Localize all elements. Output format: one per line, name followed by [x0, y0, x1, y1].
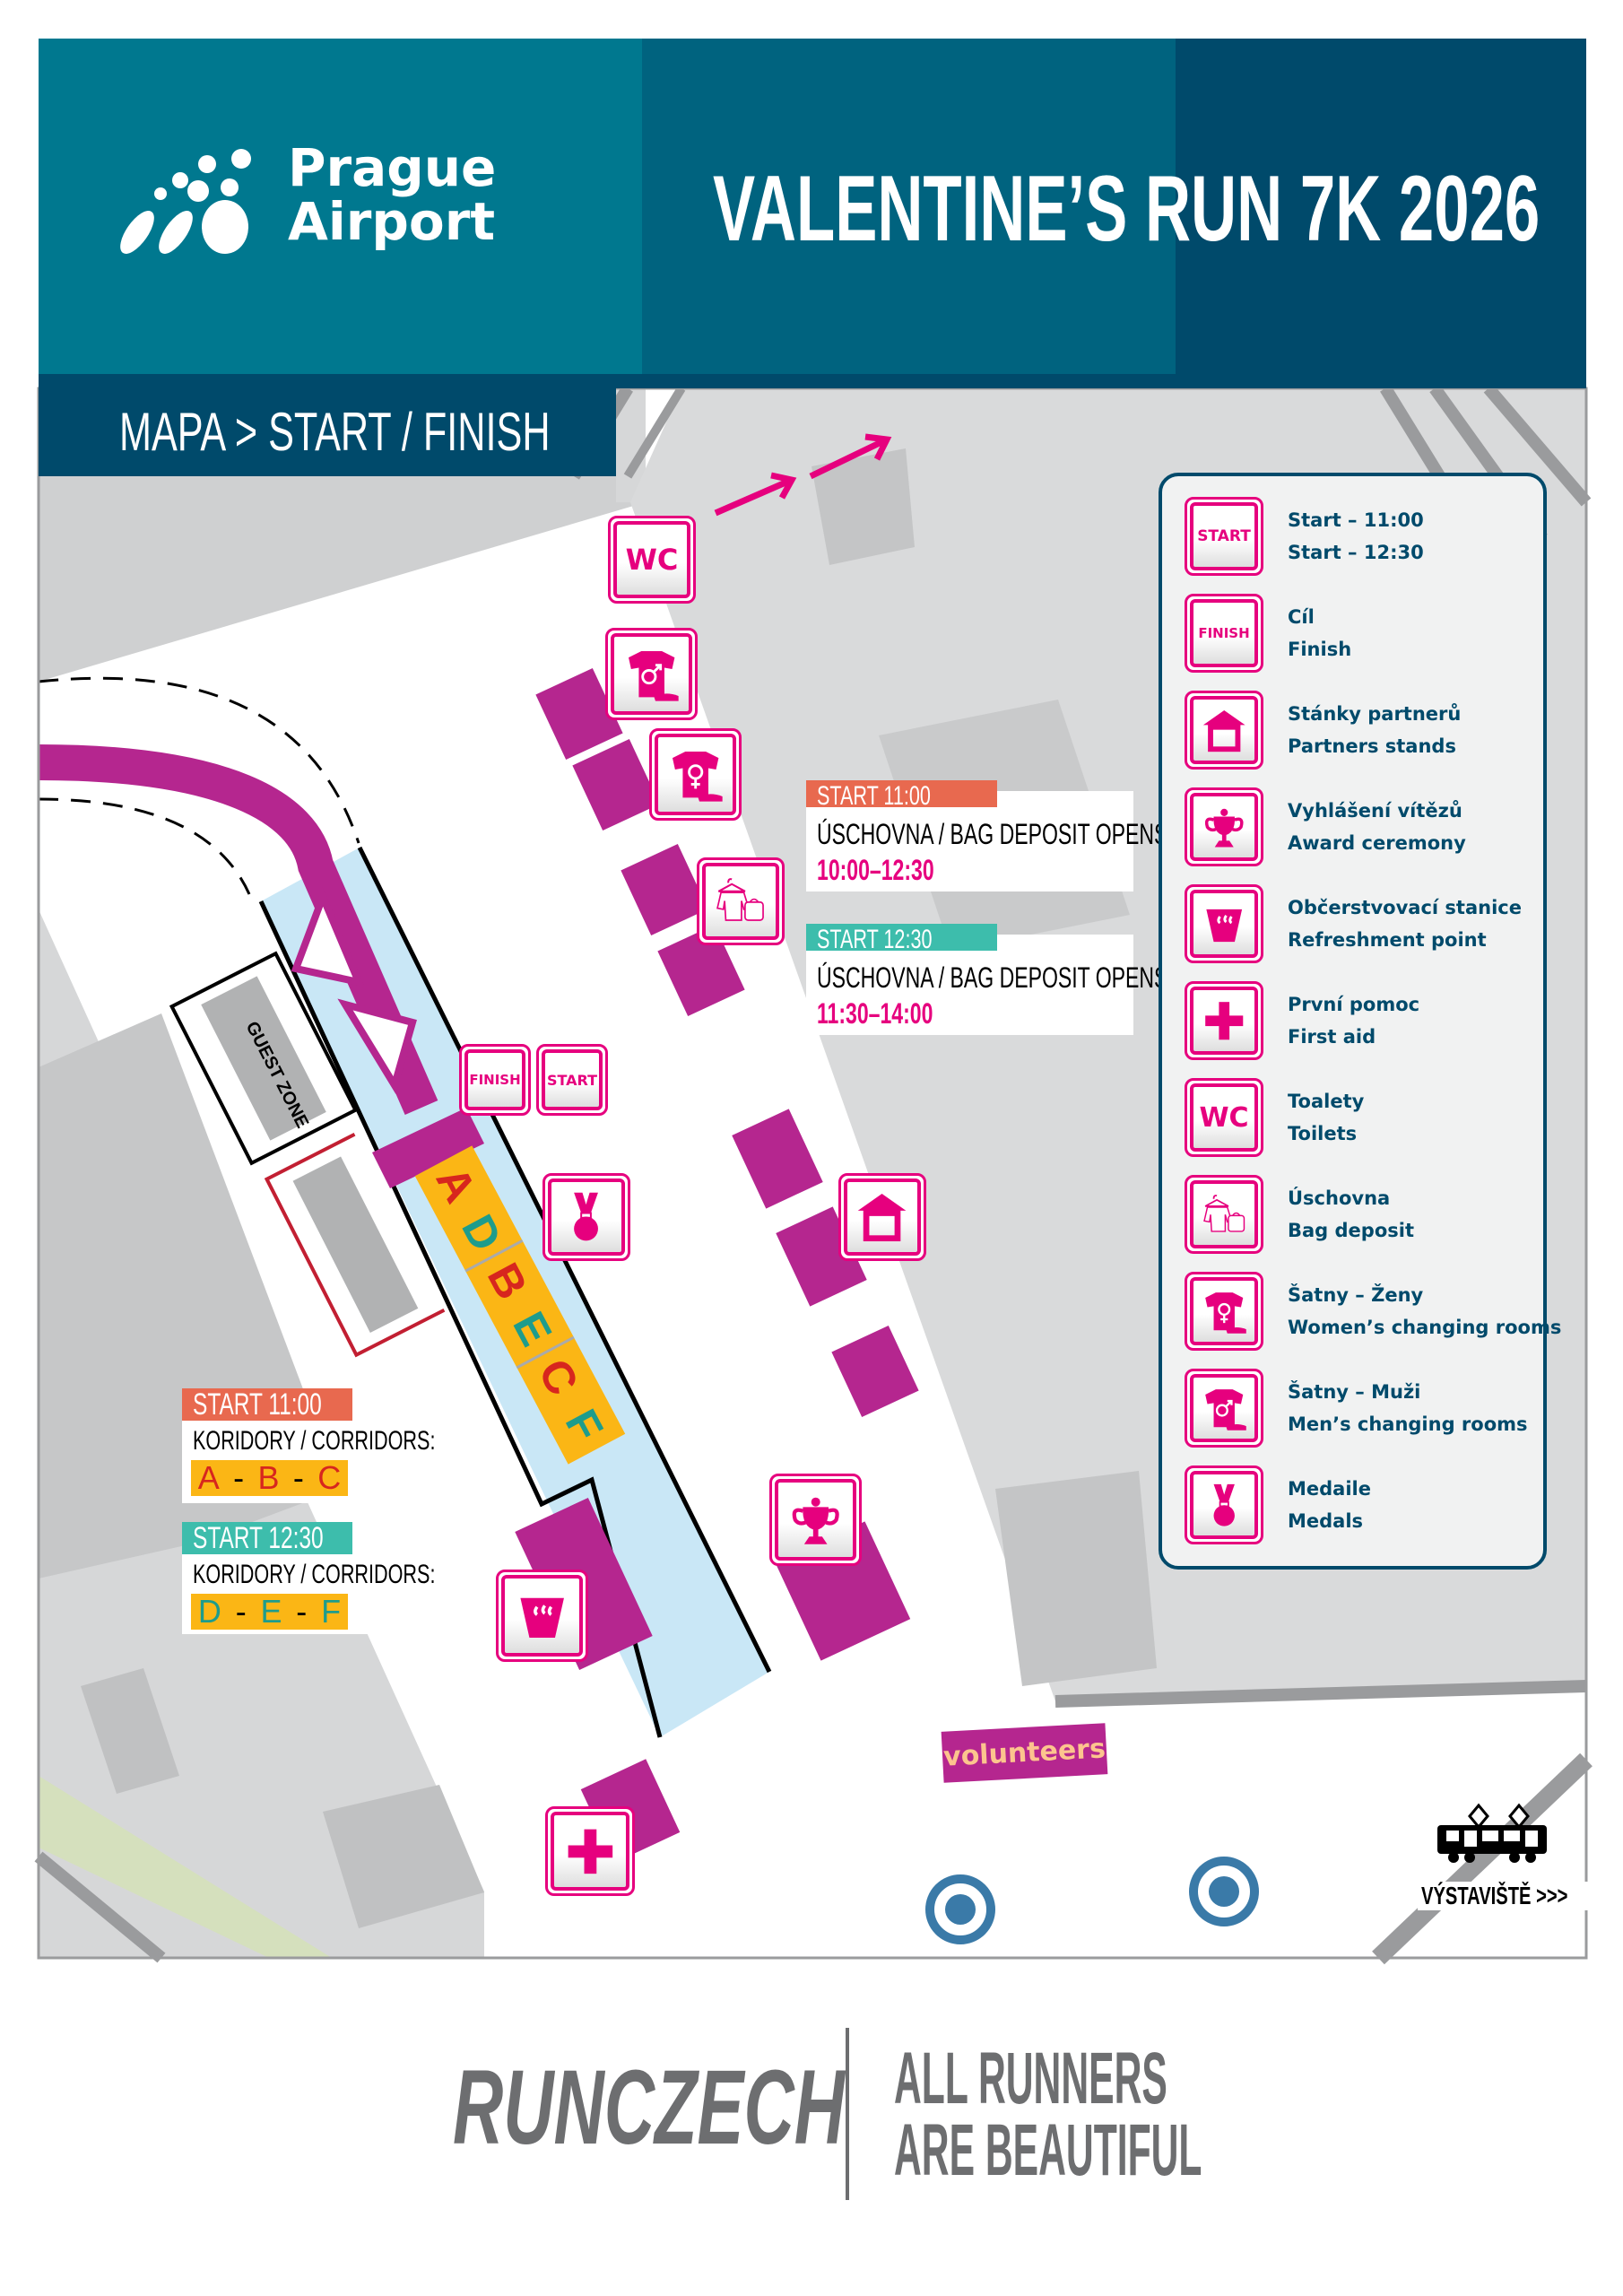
map-womens-changing-icon	[649, 728, 742, 821]
map-start-icon: START	[536, 1044, 608, 1116]
map-wc-icon: WC	[608, 516, 696, 604]
corridor-letter-d: D	[452, 1206, 512, 1259]
footer-slogan: ALL RUNNERS ARE BEAUTIFUL	[894, 2038, 1202, 2191]
logo-line-1: Prague	[288, 137, 497, 198]
corridor-letters-def: D-E-F	[191, 1594, 348, 1630]
start-icon: START	[1185, 497, 1263, 576]
corridor-letter-b: B	[477, 1255, 537, 1308]
bag-deposit-info-1230: START 12:30 ÚSCHOVNA / BAG DEPOSIT OPENS…	[806, 924, 1167, 1035]
header: Prague Airport VALENTINE’S RUN 7K 2026	[39, 39, 1586, 388]
wc-icon: WC	[1185, 1078, 1263, 1157]
bag-deposit-icon	[1185, 1175, 1263, 1254]
medal-icon	[1185, 1465, 1263, 1544]
map-refreshment-icon	[496, 1570, 588, 1662]
finish-icon: FINISH	[1185, 594, 1263, 673]
womens-changing-icon	[1185, 1272, 1263, 1351]
partners-stand-icon	[1185, 691, 1263, 770]
mens-changing-icon	[1185, 1369, 1263, 1448]
logo-line-2: Airport	[288, 191, 496, 252]
bag-deposit-info-1100: START 11:00 ÚSCHOVNA / BAG DEPOSIT OPENS…	[806, 780, 1167, 891]
first-aid-icon	[1185, 981, 1263, 1060]
prague-airport-logo: Prague Airport	[117, 137, 548, 261]
map-first-aid-icon	[545, 1806, 635, 1896]
map-partners-stand-icon	[838, 1173, 926, 1261]
footer-divider	[846, 2028, 849, 2200]
map-medal-icon	[542, 1173, 630, 1261]
airport-logo-icon	[120, 149, 251, 254]
corridor-letter-a: A	[426, 1158, 486, 1212]
corridors-info-1100: START 11:00 KORIDORY / CORRIDORS: A-B-C	[182, 1388, 437, 1503]
corridor-letter-c: C	[528, 1351, 588, 1404]
map-bag-deposit-icon	[697, 857, 785, 945]
corridors-info-1230: START 12:30 KORIDORY / CORRIDORS: D-E-F	[182, 1522, 437, 1634]
tram-icon	[1437, 1803, 1547, 1863]
start-tag: START 12:30	[806, 924, 997, 954]
tram-stop-label: VÝSTAVIŠTĚ >>>	[1421, 1882, 1568, 1909]
runczech-logo: RUNCZECH	[453, 2048, 845, 2167]
map-finish-icon: FINISH	[459, 1044, 531, 1116]
start-tag: START 11:00	[806, 780, 997, 811]
corridor-letter-e: E	[503, 1303, 562, 1354]
breadcrumb: MAPA > START / FINISH	[39, 388, 616, 476]
map-mens-changing-icon	[605, 628, 698, 720]
volunteers-label: volunteers	[941, 1723, 1108, 1783]
corridor-letter-f: F	[555, 1401, 613, 1449]
refreshment-icon	[1185, 884, 1263, 963]
corridor-letters-abc: A-B-C	[191, 1460, 348, 1496]
trophy-icon	[1185, 787, 1263, 866]
page-title: VALENTINE’S RUN 7K 2026	[713, 157, 1541, 261]
bus-stop-marker	[925, 1857, 1259, 1944]
map-trophy-icon	[769, 1474, 862, 1566]
